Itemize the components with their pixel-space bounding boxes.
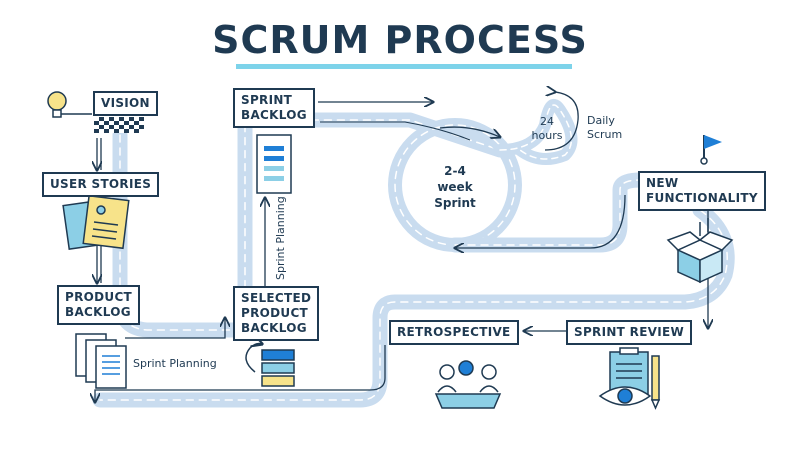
arrow-into-loop bbox=[320, 121, 471, 141]
product-backlog-document-icon bbox=[75, 333, 127, 389]
page-title: SCRUM PROCESS bbox=[212, 18, 588, 62]
step-new-functionality: NEW FUNCTIONALITY bbox=[638, 171, 766, 211]
refresh-arrow-icon bbox=[245, 344, 262, 373]
arrow-backlog-to-selected bbox=[125, 318, 225, 339]
road bbox=[92, 99, 735, 408]
arrow-daily-scrum bbox=[544, 92, 579, 151]
finish-flag-icon bbox=[700, 135, 722, 165]
step-retrospective: RETROSPECTIVE bbox=[389, 320, 519, 345]
label-sprint-planning: Sprint Planning bbox=[133, 357, 217, 370]
step-sprint-review: SPRINT REVIEW bbox=[566, 320, 693, 345]
team-meeting-icon bbox=[434, 360, 502, 409]
title-underline bbox=[236, 64, 572, 69]
arrow-loop-return bbox=[455, 194, 626, 248]
user-stories-document-icon bbox=[62, 194, 130, 250]
step-product-backlog: PRODUCT BACKLOG bbox=[57, 285, 141, 325]
checkered-flag-icon bbox=[94, 117, 144, 133]
label-sprint-duration: 2-4 week Sprint bbox=[434, 164, 476, 210]
lightbulb-icon bbox=[47, 91, 92, 118]
label-daily-scrum: Daily Scrum bbox=[587, 114, 623, 141]
label-24-hours: 24 hours bbox=[531, 115, 563, 142]
pencil-icon bbox=[650, 355, 661, 410]
road-to-functionality-dashes bbox=[454, 179, 641, 246]
step-selected-product-backlog: SELECTED PRODUCT BACKLOG bbox=[233, 286, 320, 341]
arrow-retro-to-start bbox=[95, 345, 386, 402]
step-user-stories: USER STORIES bbox=[42, 172, 160, 197]
eye-icon bbox=[598, 386, 652, 406]
open-box-icon bbox=[666, 218, 734, 284]
road-dashes bbox=[119, 119, 501, 331]
label-sprint-planning-vertical: Sprint Planning bbox=[274, 196, 287, 280]
daily-loop-road bbox=[494, 99, 578, 165]
step-sprint-backlog: SPRINT BACKLOG bbox=[233, 88, 315, 128]
selected-backlog-stack-icon bbox=[261, 349, 295, 387]
sprint-backlog-document-icon bbox=[256, 134, 292, 194]
step-vision: VISION bbox=[93, 91, 158, 116]
road-to-review-dashes bbox=[99, 209, 728, 401]
arrow-loop-top bbox=[439, 126, 500, 137]
